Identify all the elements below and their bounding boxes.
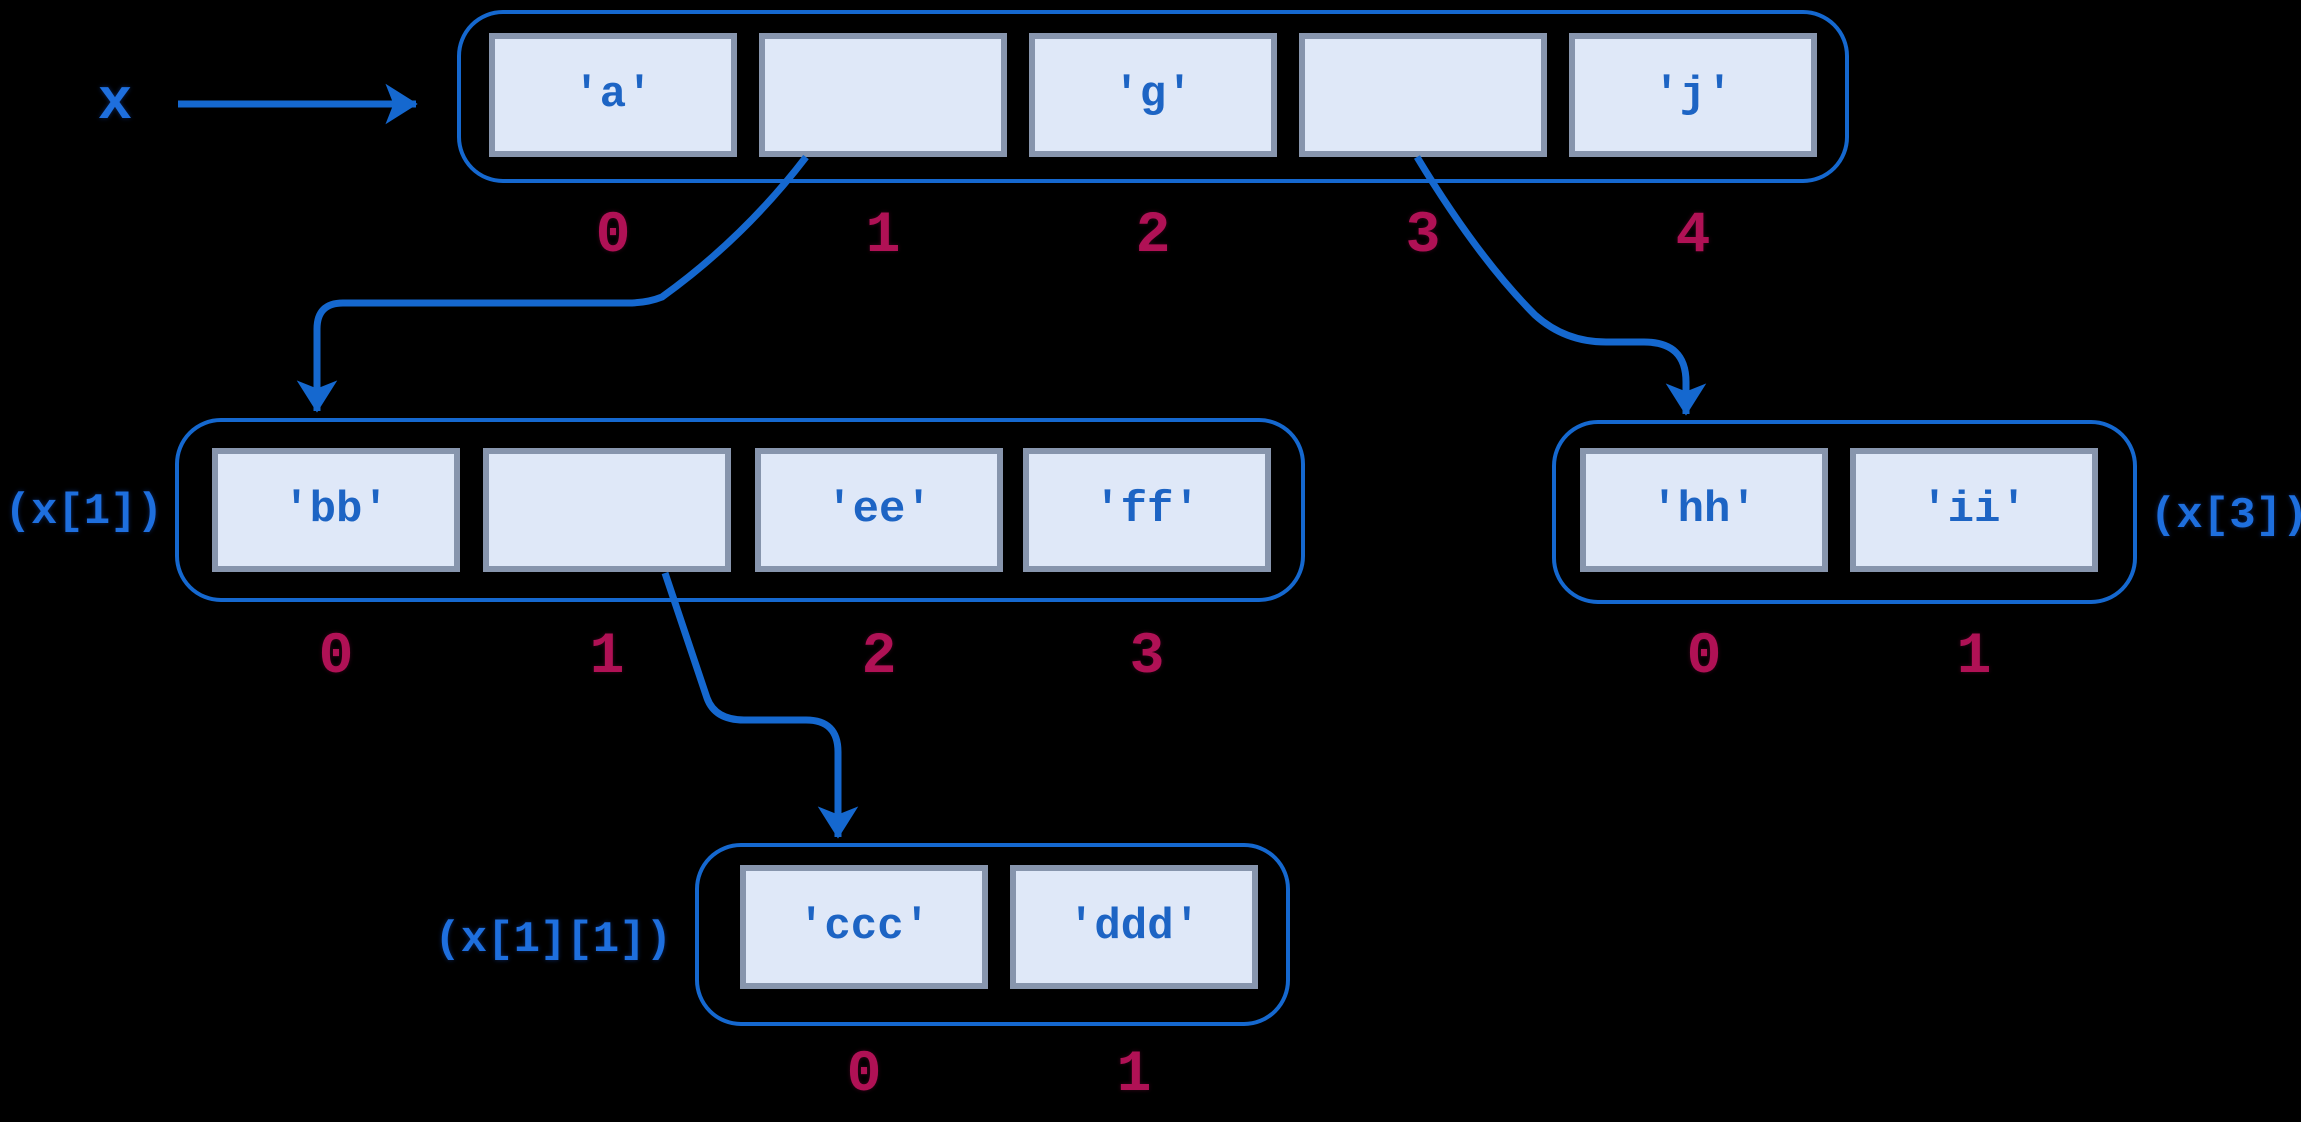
list-x-cell-0: 'a' (489, 33, 737, 157)
arrow-x1cell1-to-x1-1 (661, 571, 859, 839)
list-x-cell-1 (759, 33, 1007, 157)
list-x-index-0: 0 (595, 204, 631, 269)
list-x1-1-index-0: 0 (846, 1043, 882, 1108)
list-x-index-4: 4 (1675, 204, 1711, 269)
list-x-index-3: 3 (1405, 204, 1441, 269)
list-x-cell-3 (1299, 33, 1547, 157)
variable-x-label: x (97, 71, 133, 136)
list-x1-index-2: 2 (861, 625, 897, 690)
list-x-cell-4: 'j' (1569, 33, 1817, 157)
list-x3-cell-1: 'ii' (1850, 448, 2098, 572)
list-x1-1-index-1: 1 (1116, 1043, 1152, 1108)
arrow-cell3-to-x3 (1414, 155, 1707, 416)
list-x1-1-label: (x[1][1]) (434, 915, 672, 965)
list-x1-cell-1 (483, 448, 731, 572)
list-x1-index-1: 1 (589, 625, 625, 690)
arrow-cell1-to-x1 (296, 154, 809, 413)
list-x1-index-0: 0 (318, 625, 354, 690)
list-x1-1-cell-0: 'ccc' (740, 865, 988, 989)
list-x1-index-3: 3 (1129, 625, 1165, 690)
list-x3-index-1: 1 (1956, 625, 1992, 690)
list-x3-index-0: 0 (1686, 625, 1722, 690)
list-x1-cell-3: 'ff' (1023, 448, 1271, 572)
list-x-index-2: 2 (1135, 204, 1171, 269)
list-x3-label: (x[3]) (2150, 491, 2301, 541)
list-x1-label: (x[1]) (4, 487, 163, 537)
list-x1-cell-2: 'ee' (755, 448, 1003, 572)
list-x1-cell-0: 'bb' (212, 448, 460, 572)
list-x-index-1: 1 (865, 204, 901, 269)
list-x3-cell-0: 'hh' (1580, 448, 1828, 572)
list-x1-1-cell-1: 'ddd' (1010, 865, 1258, 989)
list-x-cell-2: 'g' (1029, 33, 1277, 157)
